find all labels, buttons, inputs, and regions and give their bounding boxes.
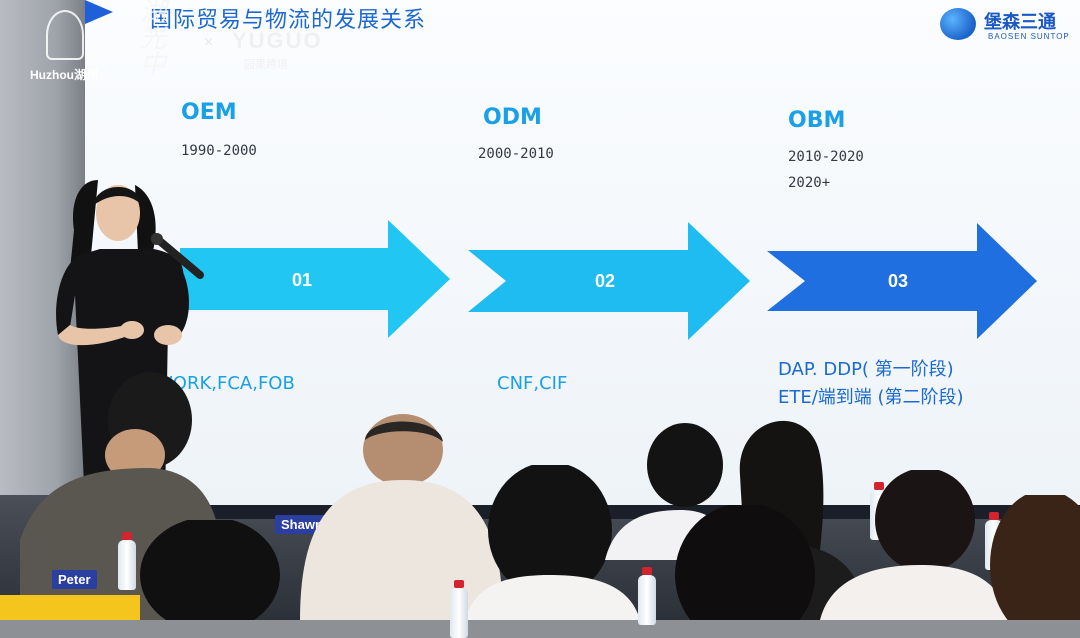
stage-2-arrow [468,222,750,340]
audience-member [120,517,290,633]
stage-3-title: OBM [788,108,846,133]
water-bottle [638,567,656,625]
stage-3-arrow [767,223,1037,339]
water-bottle [450,580,468,638]
stage-1-title: OEM [181,100,237,125]
slide-title: 国际贸易与物流的发展关系 [150,8,427,33]
stage-3-number: 03 [888,271,909,291]
stage-1-terms: WORK,FCA,FOB [155,373,295,394]
yuguo-logo-sub: 园果跨境 [244,58,288,71]
stage-1-arrow [180,220,450,338]
nameplate-shawn: Shawn [275,515,329,534]
baosen-logo-name: 堡森三通 [984,12,1056,33]
water-bottle [118,532,136,590]
stage-1-years: 1990-2000 [181,143,257,159]
audience-member [295,410,505,624]
stage-2-number: 02 [595,271,616,291]
presenter [40,175,210,505]
audience-member [650,503,820,638]
stage-1-number: 01 [292,270,313,290]
calligraphy-logo-icon: 湖光中 [140,0,167,80]
stage-2-terms: CNF,CIF [497,373,568,394]
stage-3-term-1: DAP. DDP( 第一阶段) [778,359,954,380]
huzhou-logo-text: Huzhou湖州 [30,68,98,82]
projection-screen: OEM 1990-2000 ODM 2000-2010 OBM 2010-202… [85,0,1080,508]
collab-symbol: × [204,34,214,51]
yuguo-logo-name: YUGUO [232,28,323,53]
audience-member [810,468,1010,624]
slide-corner-triangle [85,0,113,24]
nameplate-peter: Peter [52,570,97,589]
huzhou-mark-icon [46,10,84,60]
stage-3-term-2: ETE/端到端 (第二阶段) [778,387,964,408]
baosen-logo-sub: BAOSEN SUNTOP [988,32,1070,41]
huzhou-logo: Huzhou湖州 [22,10,112,82]
stage-2-years: 2000-2010 [478,146,554,162]
stage-3-terms: DAP. DDP( 第一阶段) ETE/端到端 (第二阶段) [778,356,964,412]
audience-member [455,462,645,624]
audience-member [970,490,1080,638]
desk [0,595,140,620]
globe-icon [940,8,976,40]
stage-2-title: ODM [483,105,542,130]
baosen-logo: 堡森三通 BAOSEN SUNTOP [940,6,1080,46]
